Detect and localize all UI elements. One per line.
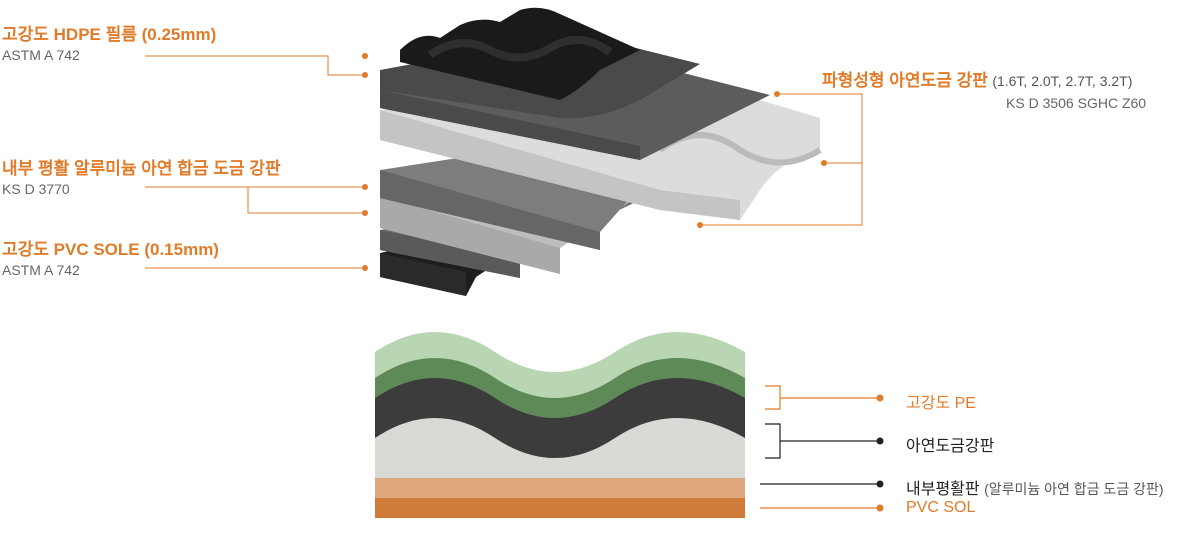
inner-plate-title: 내부 평활 알루미늄 아연 합금 도금 강판 [2, 159, 281, 178]
legend-dots [876, 394, 884, 512]
corrugated-thickness: (1.6T, 2.0T, 2.7T, 3.2T) [992, 73, 1133, 89]
pvc-spec: ASTM A 742 [2, 262, 80, 278]
leader-lines [145, 55, 863, 269]
inner-sheet-band [375, 478, 745, 498]
leader-dots [362, 53, 827, 271]
pe-dark-wave [375, 352, 745, 418]
corrugated-label: 파형성형 아연도금 강판 (1.6T, 2.0T, 2.7T, 3.2T) [822, 66, 1132, 91]
hdpe-spec: ASTM A 742 [2, 47, 80, 63]
corrugated-title: 파형성형 아연도금 강판 [822, 71, 988, 90]
legend-inner-plate-note: (알루미늄 아연 합금 도금 강판) [984, 481, 1164, 497]
hdpe-title: 고강도 HDPE 필름 (0.25mm) [2, 25, 217, 44]
legend-pe: 고강도 PE [906, 395, 976, 412]
corrugated-spec: KS D 3506 SGHC Z60 [1006, 95, 1147, 111]
pe-light-wave [375, 332, 745, 398]
legend-connectors [760, 385, 878, 509]
legend-inner-plate-label: 내부평활판 [906, 481, 980, 498]
pvc-band [375, 498, 745, 518]
legend-pvc: PVC SOL [906, 499, 976, 516]
inner-plate-spec: KS D 3770 [2, 181, 70, 197]
cross-section [375, 332, 745, 518]
legend-inner-plate: 내부평활판 (알루미늄 아연 합금 도금 강판) [906, 475, 1164, 499]
pvc-title: 고강도 PVC SOLE (0.15mm) [2, 240, 219, 259]
hdpe-film-layer [400, 7, 640, 100]
legend-galvanized-steel: 아연도금강판 [906, 438, 995, 455]
